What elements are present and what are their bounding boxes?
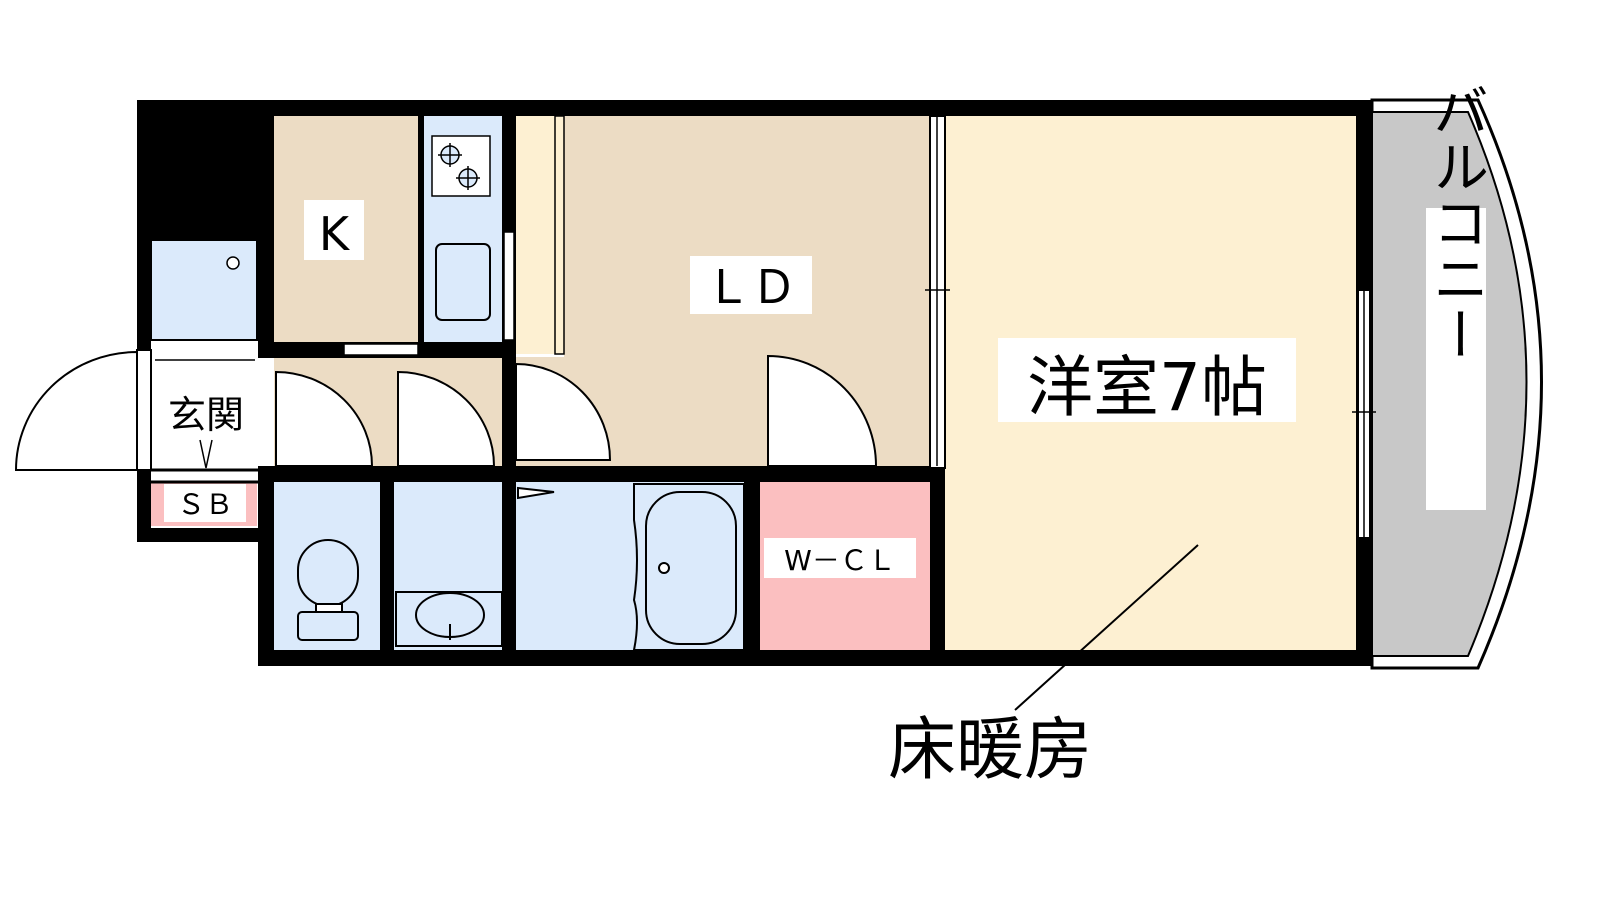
washroom-door [397,370,496,467]
closet-door [767,354,878,467]
bathtub-icon [517,483,745,651]
room-labels: K ＬＤ 洋室7帖 玄関 ＳＢ W－ＣＬ バルコニー 床暖房 [158,82,1489,790]
floor-heating-label: 床暖房 [888,711,1092,790]
stove-icon [431,135,491,197]
toilet-door [275,370,374,467]
ld-label: ＬＤ [705,260,797,314]
balcony-label: バルコニー [1424,82,1489,362]
sink-icon [435,243,491,321]
entrance-label: 玄関 [168,393,244,437]
entrance-step [155,359,255,469]
doors [14,350,878,471]
shoe-box-label: ＳＢ [177,488,233,521]
toilet-icon [297,539,359,641]
washing-machine-pan-icon [226,256,240,270]
entrance-door [14,350,138,471]
walk-in-closet-label: W－ＣＬ [784,544,896,577]
interior-walls [136,115,1376,654]
kitchen-label: K [319,207,351,261]
western-room-label: 洋室7帖 [1027,349,1267,426]
washbasin-icon [395,591,503,647]
floor-heating-leader-line [1014,544,1199,711]
ld-door [515,362,612,461]
